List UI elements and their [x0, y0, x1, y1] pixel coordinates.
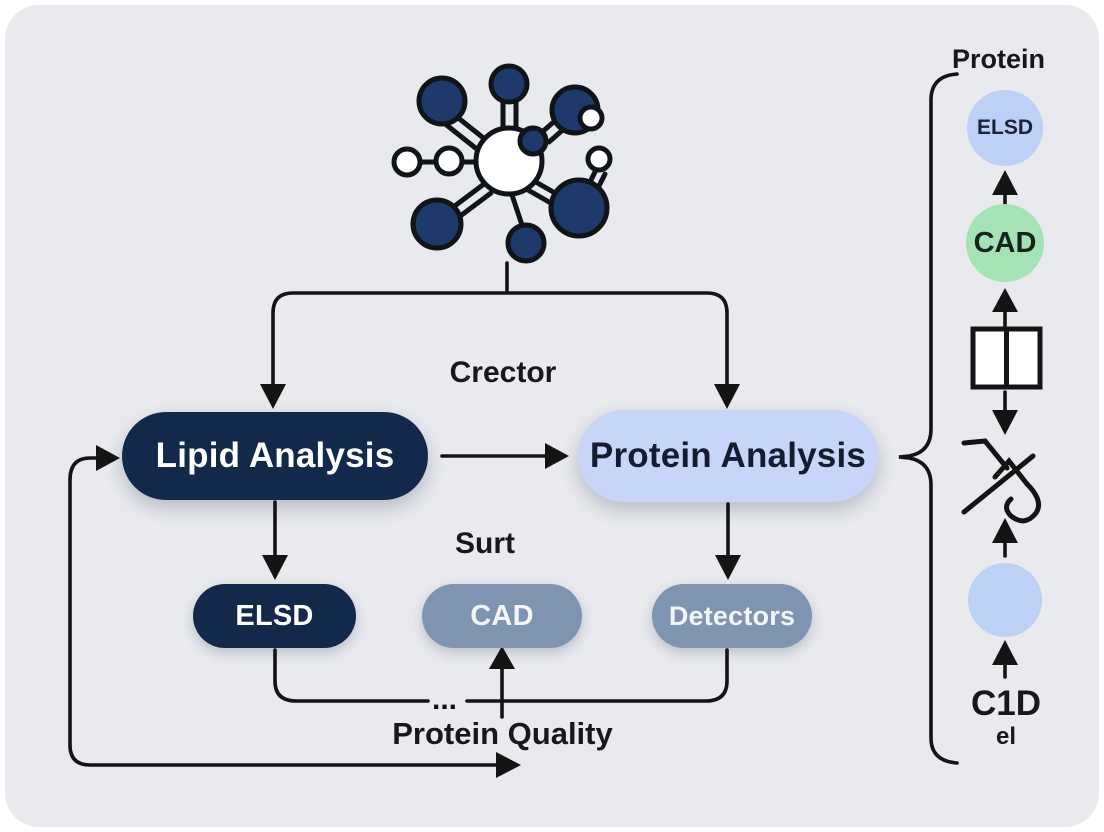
molecule-icon	[391, 63, 613, 264]
node-detectors: Detectors	[652, 584, 812, 648]
feedback-loop-arrow	[68, 445, 521, 778]
sidebar-circle-plain	[968, 563, 1042, 637]
sidebar-arrow-window-to-cad	[992, 288, 1018, 328]
sidebar-arrow-scribble-up	[992, 518, 1018, 558]
label-crector: Crector	[449, 356, 557, 389]
node-protein-analysis: Protein Analysis	[578, 410, 878, 502]
sidebar-title: Protein	[952, 44, 1046, 74]
node-cad: CAD	[422, 584, 582, 648]
protein-to-detectors-arrow	[715, 502, 741, 580]
lipid-to-protein-arrow	[440, 443, 569, 469]
scribble-hook-icon	[961, 438, 1041, 524]
two-pane-window-icon	[970, 326, 1043, 390]
sidebar-arrow-window-down	[992, 390, 1018, 435]
label-surt: Surt	[455, 527, 515, 560]
loop-ellipsis: ...	[432, 683, 457, 716]
sidebar-label-c1d: C1D	[970, 684, 1042, 723]
sidebar-circle-elsd: ELSD	[967, 90, 1043, 166]
node-lipid-analysis: Lipid Analysis	[122, 412, 428, 500]
label-protein-quality: Protein Quality	[392, 716, 613, 751]
quality-to-cad-arrow	[489, 646, 515, 719]
lipid-to-elsd-arrow	[262, 500, 288, 580]
node-elsd: ELSD	[193, 584, 356, 648]
sidebar-arrow-c1d-to-circle	[992, 640, 1018, 679]
sidebar-circle-cad: CAD	[966, 204, 1044, 282]
detector-loop-line	[273, 648, 729, 703]
sidebar-label-el: el	[995, 723, 1016, 750]
branch-arrows	[260, 291, 740, 409]
brace-icon	[898, 72, 959, 765]
